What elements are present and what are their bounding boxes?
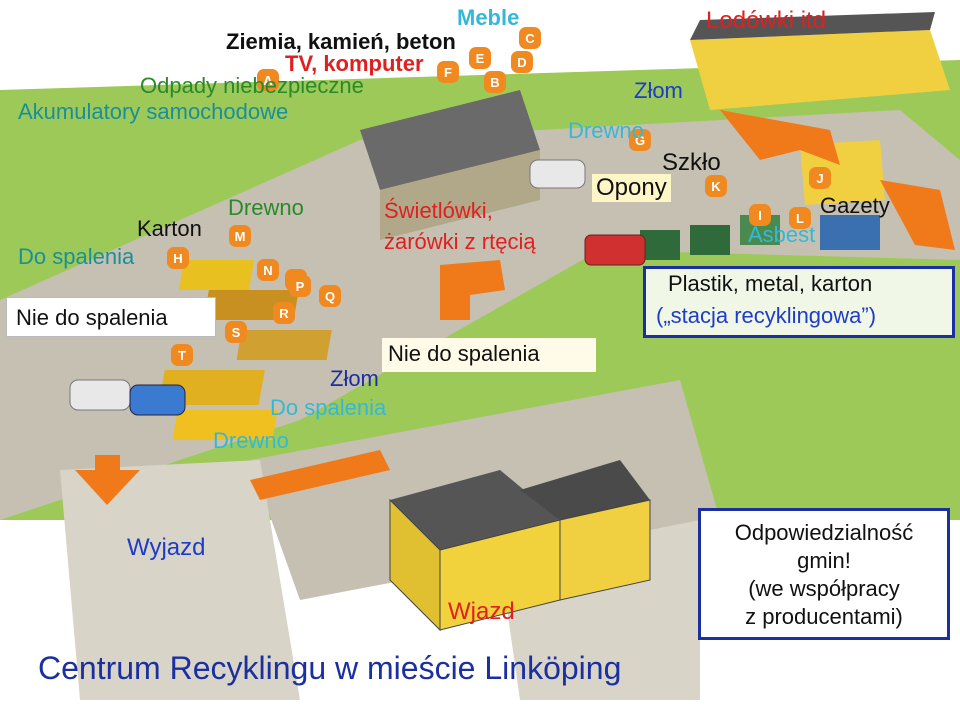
label-drewno-bottom: Drewno <box>213 428 289 453</box>
bin-sign-n: N <box>257 259 279 281</box>
bin-letter-signs: ABCDEFGHIJKLMNOPQRST <box>167 27 831 366</box>
bin-sign-m: M <box>229 225 251 247</box>
label-akumulatory: Akumulatory samochodowe <box>18 99 289 124</box>
bin-sign-letter: I <box>758 208 762 223</box>
label-tv-komputer: TV, komputer <box>285 51 424 76</box>
warehouse-roof <box>690 12 935 40</box>
responsibility-line-3: (we współpracy <box>748 576 900 601</box>
bin-sign-c: C <box>519 27 541 49</box>
label-zlom-top: Złom <box>634 78 683 103</box>
bin-sign-letter: C <box>525 31 535 46</box>
responsibility-line-1: Odpowiedzialność <box>734 520 914 545</box>
bin-sign-f: F <box>437 61 459 83</box>
bin-sign-letter: J <box>816 171 823 186</box>
label-do-spalenia-mid: Do spalenia <box>270 395 387 420</box>
label-stacja: („stacja recyklingowa”) <box>656 303 877 328</box>
bin-sign-l: L <box>789 207 811 229</box>
label-drewno-left: Drewno <box>228 195 304 220</box>
bin-sign-j: J <box>809 167 831 189</box>
page-title: Centrum Recyklingu w mieście Linköping <box>38 650 622 686</box>
direction-arrows <box>75 110 955 505</box>
label-plastik: Plastik, metal, karton <box>668 271 873 296</box>
cars <box>69 159 646 416</box>
bin-sign-letter: B <box>490 75 499 90</box>
label-nie-do-spalenia-left: Nie do spalenia <box>16 305 168 330</box>
shed-wall <box>380 150 540 240</box>
shed-roof <box>360 90 540 190</box>
label-zlom-mid: Złom <box>330 366 379 391</box>
label-drewno-top: Drewno <box>568 118 644 143</box>
bin-sign-d: D <box>511 51 533 73</box>
bin-sign-e: E <box>469 47 491 69</box>
bin-sign-letter: H <box>173 251 182 266</box>
label-zarowki: żarówki z rtęcią <box>384 229 536 254</box>
responsibility-box: Odpowiedzialność gmin! (we współpracy z … <box>698 508 950 640</box>
label-wjazd: Wjazd <box>448 598 515 625</box>
label-box-nie-do-spalenia-mid <box>382 338 596 372</box>
bin-sign-letter: G <box>635 133 645 148</box>
label-opony: Opony <box>592 174 671 202</box>
road-exit <box>60 460 300 700</box>
bin-sign-letter: A <box>263 73 273 88</box>
bin-sign-b: B <box>484 71 506 93</box>
bin-sign-a: A <box>257 69 279 91</box>
bin-sign-p: P <box>289 275 311 297</box>
bin-sign-letter: R <box>279 306 289 321</box>
label-asbest: Asbest <box>748 222 816 247</box>
bin-sign-letter: K <box>711 179 721 194</box>
bin-sign-g: G <box>629 129 651 151</box>
warehouse-wall <box>690 30 950 110</box>
bin-sign-t: T <box>171 344 193 366</box>
bin-sign-i: I <box>749 204 771 226</box>
bin-sign-letter: D <box>517 55 526 70</box>
bin-sign-letter: E <box>476 51 485 66</box>
label-wyjazd: Wyjazd <box>127 534 206 561</box>
bin-sign-letter: M <box>235 229 246 244</box>
bin-sign-q: Q <box>319 285 341 307</box>
label-nie-do-spalenia-mid: Nie do spalenia <box>388 341 540 366</box>
responsibility-line-2: gmin! <box>797 548 851 573</box>
label-odpady: Odpady niebezpieczne <box>140 73 364 98</box>
bin-sign-letter: S <box>232 325 241 340</box>
bin-sign-s: S <box>225 321 247 343</box>
recycling-station-box <box>643 266 955 338</box>
office-building <box>389 460 651 632</box>
label-lodowki: Lodówki itd <box>706 7 827 34</box>
label-do-spalenia-left: Do spalenia <box>18 244 135 269</box>
bin-sign-letter: N <box>263 263 272 278</box>
bin-sign-h: H <box>167 247 189 269</box>
bin-sign-letter: L <box>796 211 804 226</box>
label-meble: Meble <box>457 5 520 30</box>
bin-sign-letter: T <box>178 348 186 363</box>
label-ziemia: Ziemia, kamień, beton <box>226 29 456 54</box>
label-box-nie-do-spalenia <box>6 297 216 337</box>
label-karton: Karton <box>137 216 202 241</box>
bin-sign-letter: P <box>296 279 305 294</box>
label-swietlowki: Świetlówki, <box>384 198 493 223</box>
label-gazety: Gazety <box>820 193 890 218</box>
bin-sign-k: K <box>705 175 727 197</box>
responsibility-line-4: z producentami) <box>745 604 903 629</box>
bin-sign-letter: Q <box>325 289 335 304</box>
bin-sign-r: R <box>273 302 295 324</box>
bin-sign-letter: F <box>444 65 452 80</box>
label-szklo: Szkło <box>662 149 721 176</box>
